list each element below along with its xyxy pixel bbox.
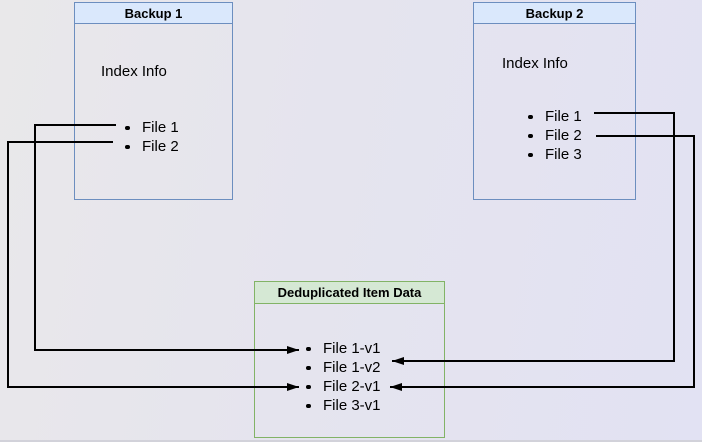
- backup1-index-info-label: Index Info: [101, 63, 167, 80]
- list-item: File 2: [526, 126, 582, 145]
- dedup-item-list: File 1-v1 File 1-v2 File 2-v1 File 3-v1: [304, 339, 381, 415]
- bottom-edge-divider: [0, 440, 702, 442]
- backup2-file-list: File 1 File 2 File 3: [526, 107, 582, 164]
- list-item: File 1: [123, 118, 179, 137]
- list-item: File 1: [526, 107, 582, 126]
- list-item: File 1-v1: [304, 339, 381, 358]
- list-item: File 3-v1: [304, 396, 381, 415]
- dedup-title: Deduplicated Item Data: [255, 282, 444, 304]
- backup1-box: Backup 1 Index Info File 1 File 2: [74, 2, 233, 200]
- backup2-index-info-label: Index Info: [502, 55, 568, 72]
- backup2-title: Backup 2: [474, 3, 635, 24]
- list-item: File 1-v2: [304, 358, 381, 377]
- backup1-title: Backup 1: [75, 3, 232, 24]
- list-item: File 2-v1: [304, 377, 381, 396]
- backup1-file-list: File 1 File 2: [123, 118, 179, 156]
- deduplicated-item-data-box: Deduplicated Item Data File 1-v1 File 1-…: [254, 281, 445, 438]
- list-item: File 2: [123, 137, 179, 156]
- list-item: File 3: [526, 145, 582, 164]
- backup2-box: Backup 2 Index Info File 1 File 2 File 3: [473, 2, 636, 200]
